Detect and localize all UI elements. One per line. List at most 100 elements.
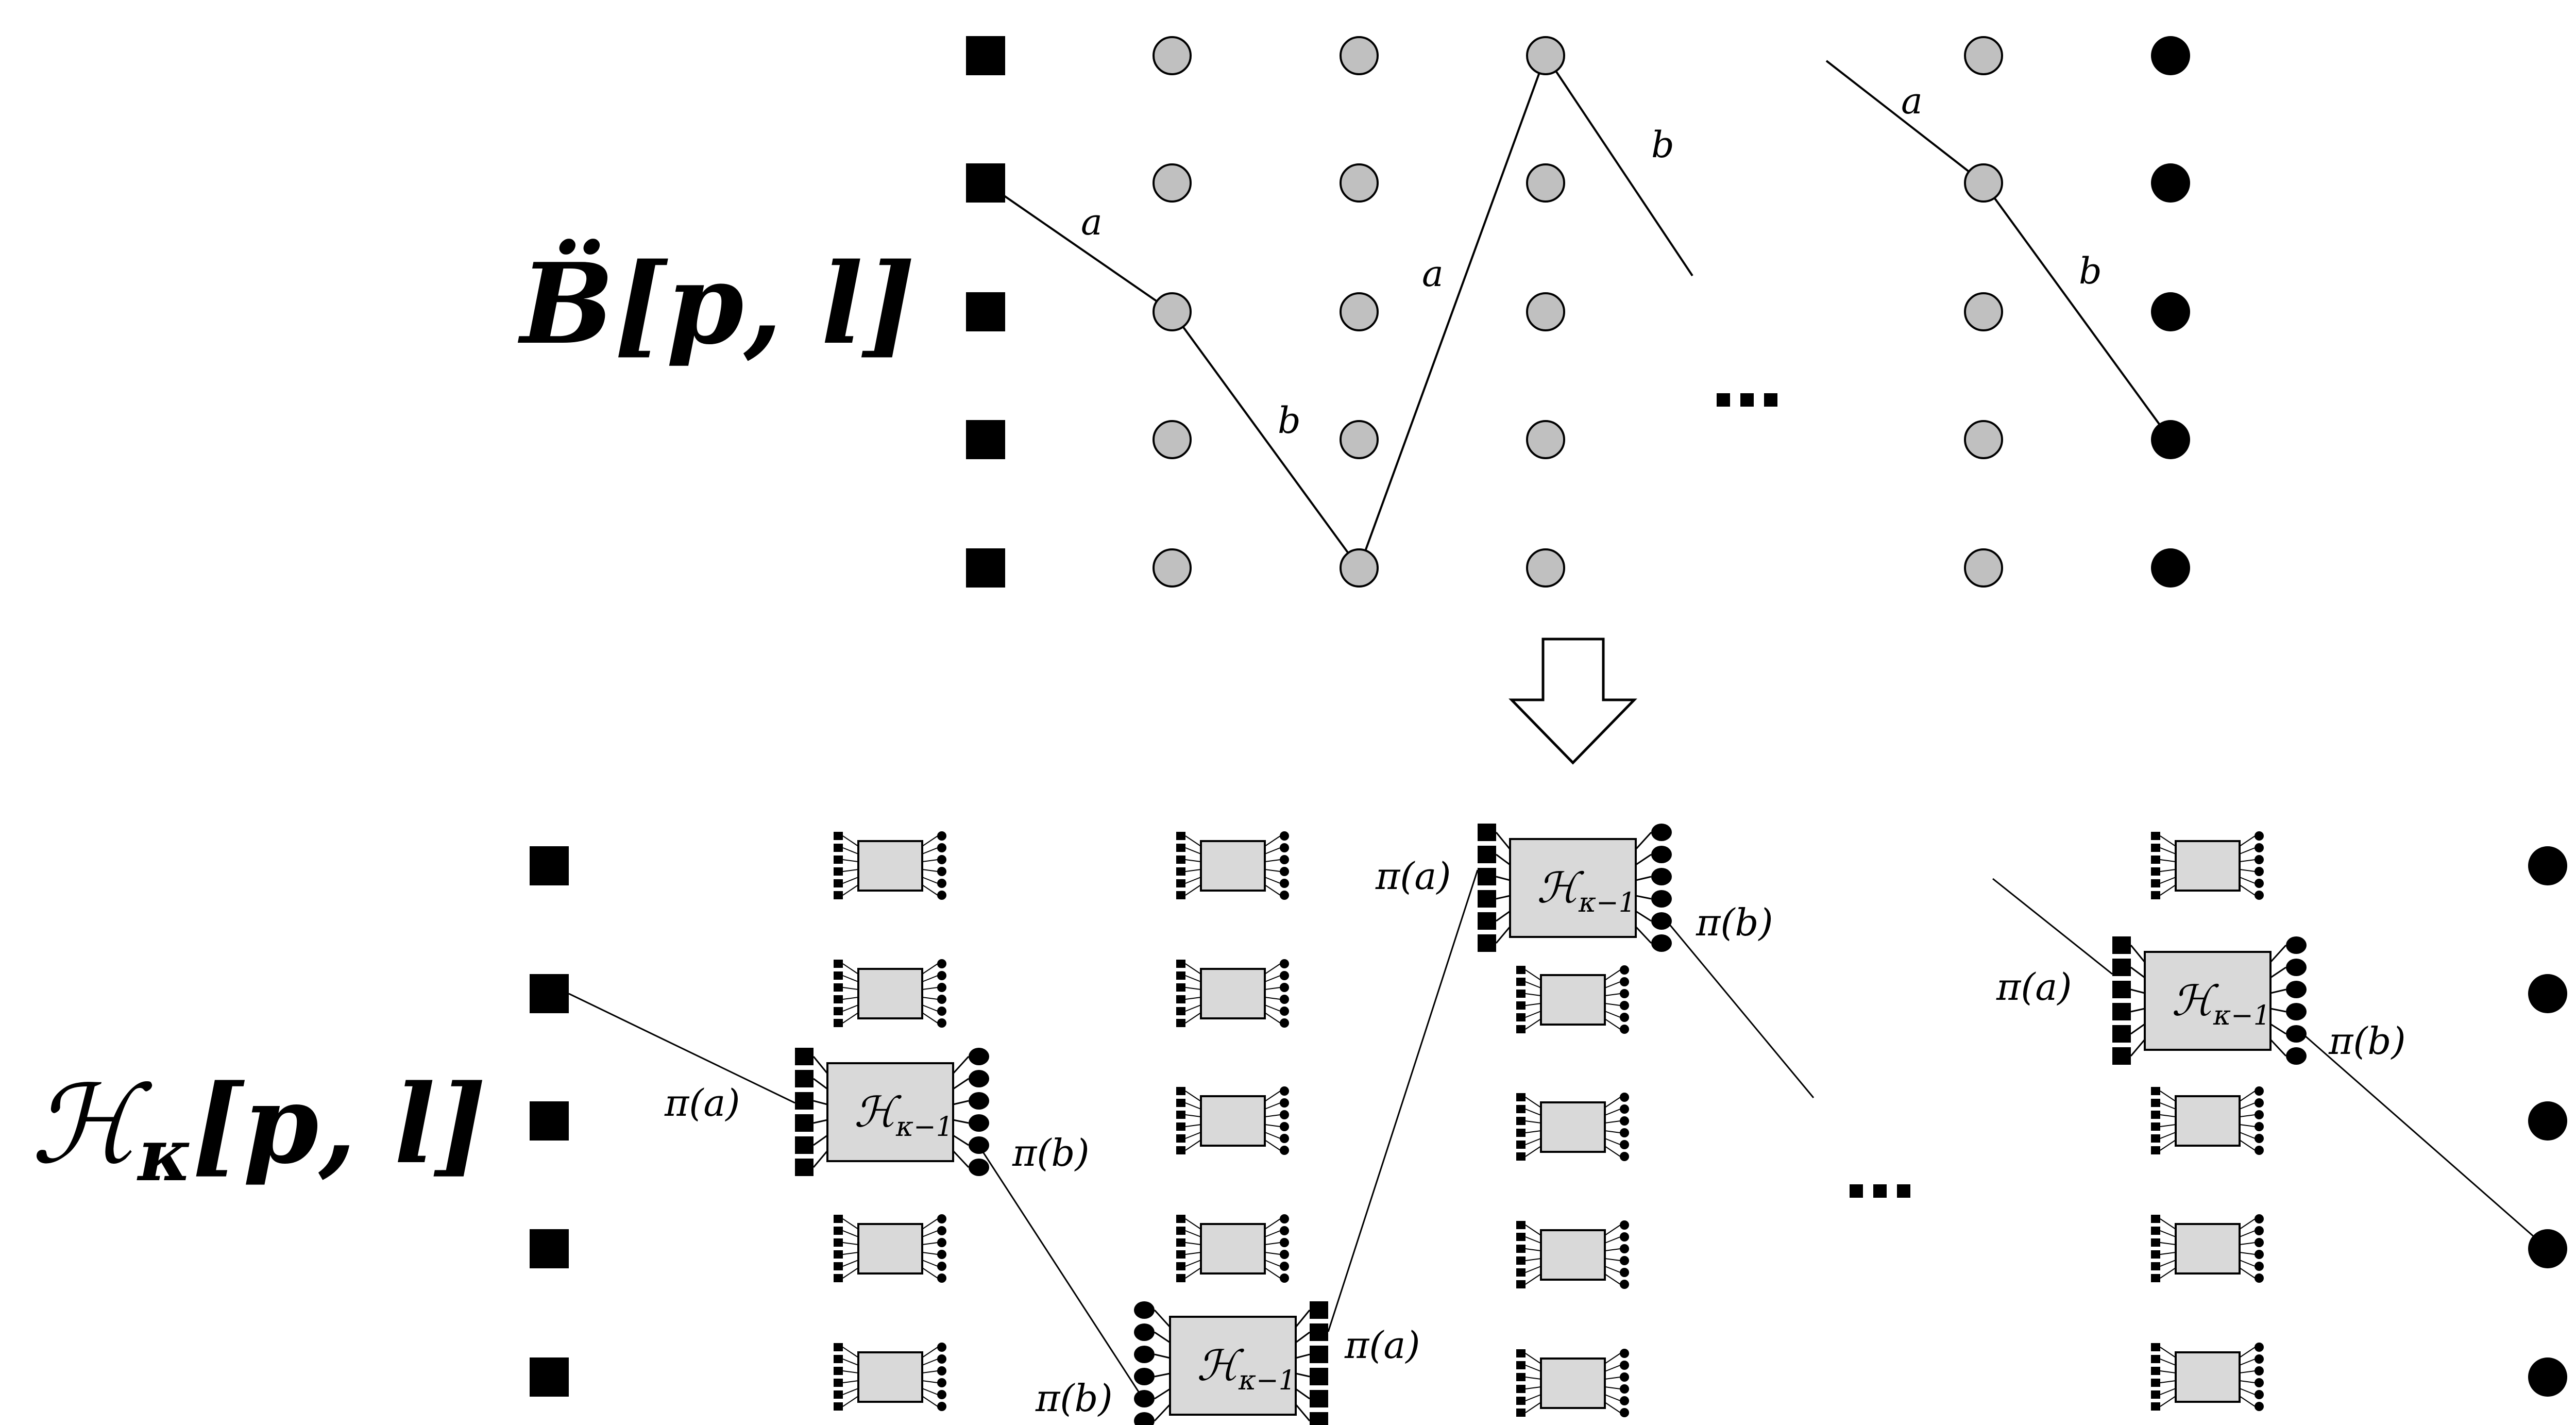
bottom-sink-node bbox=[2528, 1229, 2567, 1268]
top-sink-node bbox=[2151, 36, 2190, 75]
top-source-square bbox=[966, 36, 1005, 75]
small-h-box bbox=[2151, 1214, 2264, 1283]
big-h-box: ℋκ−1 bbox=[1134, 1301, 1328, 1425]
pi-a-label-3: π(a) bbox=[1375, 854, 1451, 898]
top-edge-label-a-2: a bbox=[1422, 253, 1444, 295]
top-gray-node bbox=[1153, 420, 1192, 459]
top-path-edge bbox=[1825, 60, 1985, 184]
top-sink-node bbox=[2151, 292, 2190, 331]
top-gray-node bbox=[1526, 36, 1565, 75]
bottom-small-boxes bbox=[834, 831, 2264, 1417]
top-gray-node bbox=[1964, 548, 2003, 588]
small-h-box bbox=[1516, 1093, 1629, 1161]
pi-b-label-1: π(b) bbox=[1012, 1131, 1090, 1175]
top-sink-node bbox=[2151, 548, 2190, 588]
down-arrow bbox=[1509, 638, 1637, 765]
top-gray-node bbox=[1526, 548, 1565, 588]
top-source-square bbox=[966, 163, 1005, 203]
small-h-box bbox=[1176, 959, 1289, 1028]
bottom-source-square bbox=[530, 1357, 569, 1397]
small-h-box bbox=[1516, 1220, 1629, 1289]
bottom-edges bbox=[568, 869, 2548, 1400]
top-panel: B̈[p, l] a b a b a b bbox=[517, 36, 2190, 588]
top-edges bbox=[985, 55, 2172, 569]
top-path-edge bbox=[1171, 311, 1360, 569]
top-edge-label-a-1: a bbox=[1081, 201, 1103, 243]
pi-b-label-2: π(b) bbox=[1035, 1377, 1113, 1420]
bottom-title: ℋκ[p, l] bbox=[31, 1061, 486, 1198]
bottom-sink-node bbox=[2528, 1101, 2567, 1141]
bottom-source-square bbox=[530, 974, 569, 1013]
top-edge-label-b-1: b bbox=[1278, 399, 1301, 442]
pi-b-label-3: π(b) bbox=[1696, 901, 1773, 944]
top-edge-label-b-2: b bbox=[1651, 124, 1674, 166]
bottom-path-edge bbox=[568, 993, 795, 1104]
bottom-sink-node bbox=[2528, 846, 2567, 885]
small-h-box bbox=[834, 831, 946, 900]
big-box-label: ℋκ−1 bbox=[854, 1088, 953, 1143]
top-sink-node bbox=[2151, 163, 2190, 203]
top-gray-node bbox=[1340, 163, 1379, 203]
big-h-box: ℋκ−1 bbox=[795, 1048, 989, 1176]
top-nodes bbox=[966, 36, 2190, 588]
pi-a-label-1: π(a) bbox=[664, 1081, 740, 1125]
big-box-label: ℋκ−1 bbox=[2172, 977, 2270, 1031]
big-box-label: ℋκ−1 bbox=[1537, 864, 1636, 918]
small-h-box bbox=[1516, 1349, 1629, 1417]
small-h-box bbox=[2151, 1086, 2264, 1155]
bottom-source-square bbox=[530, 846, 569, 885]
pi-a-label-2: π(a) bbox=[1344, 1323, 1420, 1367]
bottom-ellipsis bbox=[1850, 1184, 1910, 1198]
big-h-box: ℋκ−1 bbox=[1478, 824, 1672, 952]
small-h-box bbox=[1176, 831, 1289, 900]
top-gray-node bbox=[1340, 292, 1379, 331]
top-gray-node bbox=[1964, 420, 2003, 459]
top-gray-node bbox=[1153, 292, 1192, 331]
top-gray-node bbox=[1526, 292, 1565, 331]
small-h-box bbox=[1176, 1214, 1289, 1283]
bottom-path-edge bbox=[1992, 878, 2113, 975]
bottom-nodes bbox=[530, 846, 2567, 1397]
top-gray-node bbox=[1964, 292, 2003, 331]
top-gray-node bbox=[1964, 36, 2003, 75]
small-h-box bbox=[2151, 831, 2264, 900]
top-gray-node bbox=[1526, 163, 1565, 203]
big-h-box: ℋκ−1 bbox=[2112, 936, 2307, 1065]
top-gray-node bbox=[1153, 36, 1192, 75]
bottom-sink-node bbox=[2528, 974, 2567, 1013]
top-source-square bbox=[966, 420, 1005, 459]
top-edge-label-b-3: b bbox=[2079, 250, 2102, 292]
big-box-label: ℋκ−1 bbox=[1197, 1342, 1296, 1396]
top-gray-node bbox=[1153, 548, 1192, 588]
bottom-path-edge bbox=[1660, 914, 1815, 1098]
bottom-source-square bbox=[530, 1229, 569, 1268]
top-ellipsis bbox=[1717, 393, 1777, 407]
bottom-source-square bbox=[530, 1101, 569, 1141]
top-edge-label-a-3: a bbox=[1901, 80, 1923, 122]
bottom-path-edge bbox=[1327, 869, 1479, 1332]
small-h-box bbox=[834, 1214, 946, 1283]
top-gray-node bbox=[1340, 36, 1379, 75]
top-gray-node bbox=[1526, 420, 1565, 459]
top-path-edge bbox=[1358, 55, 1547, 568]
pi-b-label-4: π(b) bbox=[2328, 1019, 2406, 1063]
bottom-big-boxes: ℋκ−1ℋκ−1ℋκ−1ℋκ−1 bbox=[795, 824, 2307, 1425]
top-gray-node bbox=[1340, 548, 1379, 588]
top-title: B̈[p, l] bbox=[517, 239, 916, 369]
top-gray-node bbox=[1153, 163, 1192, 203]
top-path-edge bbox=[985, 182, 1173, 313]
small-h-box bbox=[1176, 1086, 1289, 1155]
top-gray-node bbox=[1340, 420, 1379, 459]
top-path-edge bbox=[1545, 55, 1693, 277]
top-source-square bbox=[966, 548, 1005, 588]
top-path-edge bbox=[1982, 182, 2172, 441]
bottom-path-edge bbox=[978, 1145, 1145, 1400]
top-sink-node bbox=[2151, 420, 2190, 459]
small-h-box bbox=[1516, 965, 1629, 1034]
bottom-panel: ℋκ[p, l] ℋκ−1ℋκ−1ℋκ−1ℋκ−1 π(a) π(b) π(b)… bbox=[31, 824, 2567, 1425]
small-h-box bbox=[2151, 1343, 2264, 1411]
small-h-box bbox=[834, 1343, 946, 1411]
top-source-square bbox=[966, 292, 1005, 331]
small-h-box bbox=[834, 959, 946, 1028]
